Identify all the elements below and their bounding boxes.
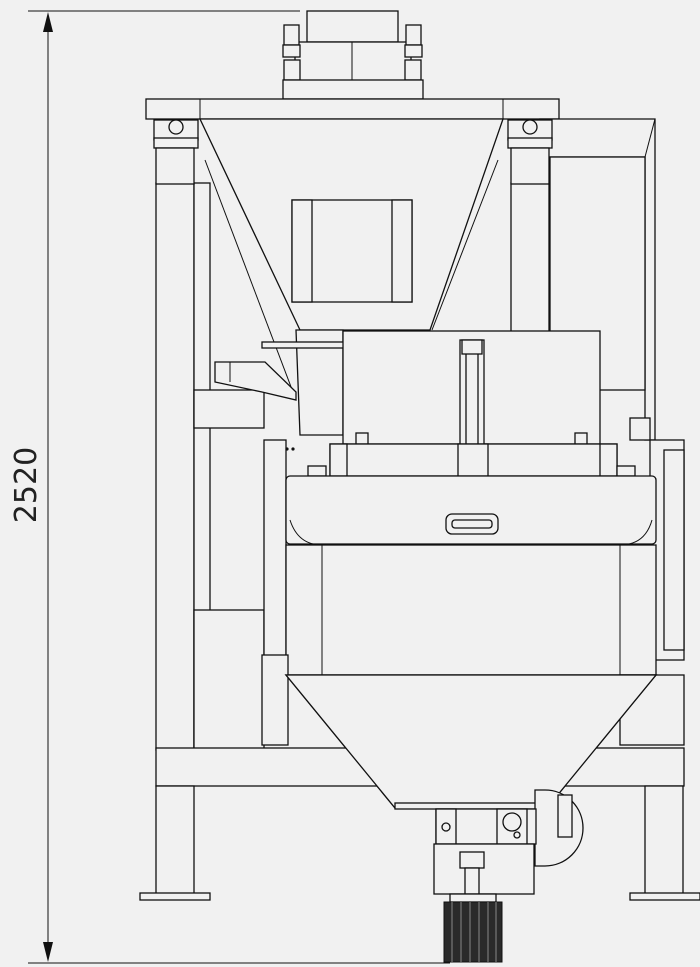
upper-hopper (198, 118, 504, 436)
discharge-assembly (394, 789, 584, 963)
arrow-top-icon (43, 12, 53, 32)
dimension-label: 2520 (9, 446, 44, 524)
arrow-bottom-icon (43, 942, 53, 962)
weigh-box (307, 330, 651, 477)
top-plate (145, 98, 560, 120)
top-inlet (282, 10, 424, 100)
dimension-line (28, 10, 450, 964)
base-frame (139, 674, 700, 901)
main-vessel (285, 475, 657, 676)
left-column (153, 119, 265, 751)
